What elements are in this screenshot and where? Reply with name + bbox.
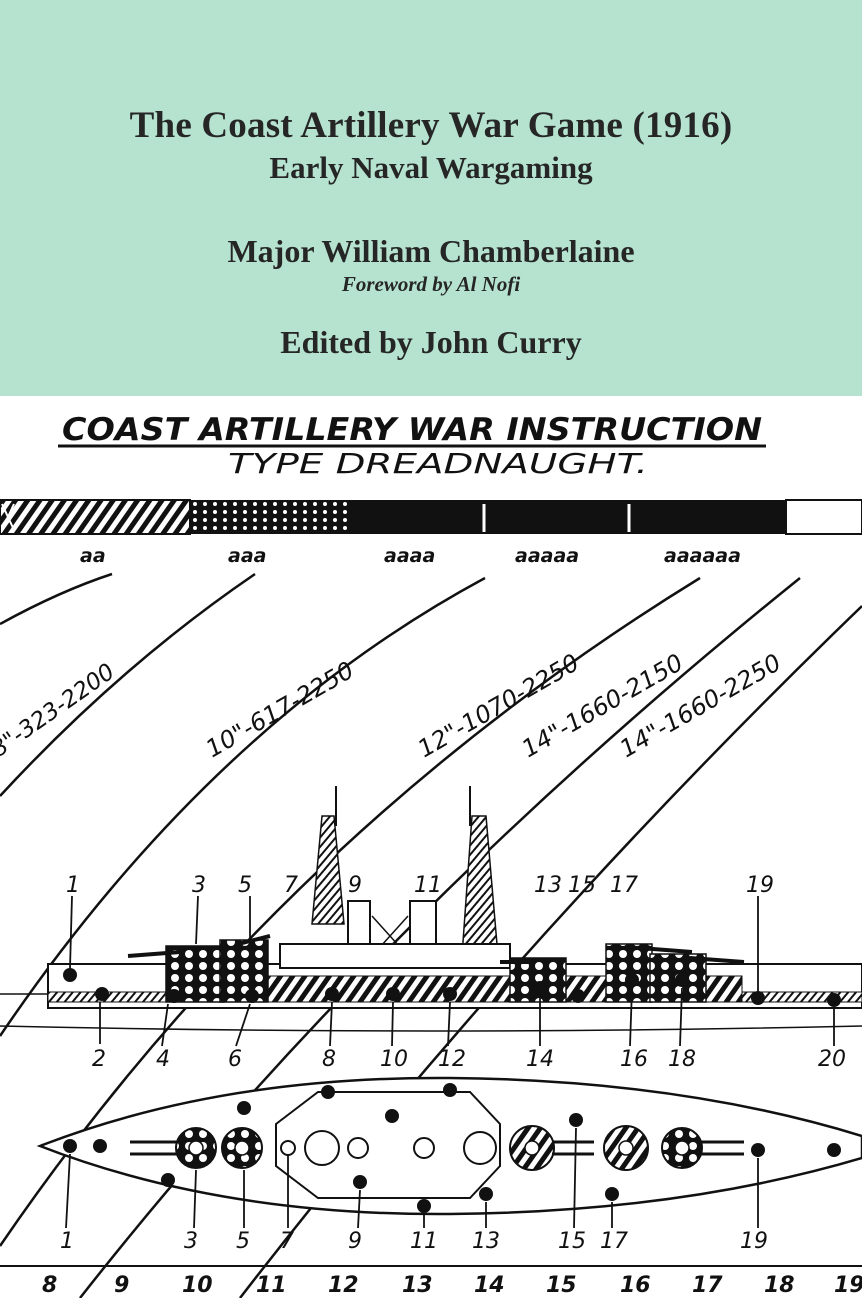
svg-text:19: 19 bbox=[746, 873, 774, 898]
side-bottom-numbers: 2 4 6 8 10 12 14 16 18 20 bbox=[92, 1047, 846, 1072]
band-label: aa bbox=[80, 545, 106, 567]
curve-labels: 8"-323-2200 10"-617-2250 12"-1070-2250 1… bbox=[0, 648, 786, 763]
svg-text:17: 17 bbox=[610, 873, 638, 898]
svg-text:11: 11 bbox=[410, 1229, 438, 1254]
band-label: aaa bbox=[228, 545, 266, 567]
curve-label: 8"-323-2200 bbox=[0, 659, 120, 763]
svg-text:9: 9 bbox=[348, 873, 362, 898]
svg-text:15: 15 bbox=[546, 1273, 577, 1298]
book-editor: Edited by John Curry bbox=[280, 324, 582, 360]
svg-text:15: 15 bbox=[568, 873, 596, 898]
curve-label: 10"-617-2250 bbox=[201, 656, 359, 763]
svg-text:14: 14 bbox=[526, 1047, 554, 1072]
svg-text:15: 15 bbox=[558, 1229, 586, 1254]
svg-text:14: 14 bbox=[474, 1273, 505, 1298]
svg-text:3: 3 bbox=[192, 873, 206, 898]
svg-text:11: 11 bbox=[256, 1273, 287, 1298]
armor-band bbox=[0, 499, 862, 535]
plan-bottom-numbers: 1 3 5 7 9 11 13 15 17 19 bbox=[60, 1229, 768, 1254]
svg-text:12: 12 bbox=[438, 1047, 466, 1072]
svg-text:18: 18 bbox=[764, 1273, 795, 1298]
band-label: aaaaa bbox=[515, 545, 579, 567]
svg-text:4: 4 bbox=[156, 1047, 170, 1072]
svg-text:13: 13 bbox=[534, 873, 562, 898]
plate-heading-line2: TYPE DREADNAUGHT. bbox=[228, 447, 648, 480]
svg-text:17: 17 bbox=[692, 1273, 723, 1298]
svg-text:5: 5 bbox=[238, 873, 252, 898]
svg-text:13: 13 bbox=[472, 1229, 500, 1254]
side-view-leaders bbox=[69, 895, 835, 1047]
side-view-markers bbox=[63, 968, 841, 1007]
svg-text:10: 10 bbox=[182, 1273, 213, 1298]
cover-title-panel: The Coast Artillery War Game (1916) Earl… bbox=[0, 0, 862, 396]
svg-text:7: 7 bbox=[284, 873, 298, 898]
scale-numbers: 8 9 10 11 12 13 14 15 16 17 18 19 bbox=[42, 1273, 862, 1298]
svg-text:19: 19 bbox=[834, 1273, 862, 1298]
dreadnought-plate: COAST ARTILLERY WAR INSTRUCTION TYPE DRE… bbox=[0, 412, 862, 1298]
svg-text:7: 7 bbox=[280, 1229, 294, 1254]
svg-text:16: 16 bbox=[620, 1047, 648, 1072]
side-top-numbers: 1 3 5 7 9 11 13 15 17 19 bbox=[66, 873, 774, 898]
svg-text:18: 18 bbox=[668, 1047, 696, 1072]
svg-text:9: 9 bbox=[114, 1273, 129, 1298]
svg-text:2: 2 bbox=[92, 1047, 106, 1072]
svg-text:1: 1 bbox=[66, 873, 80, 898]
svg-text:8: 8 bbox=[322, 1047, 336, 1072]
svg-text:17: 17 bbox=[600, 1229, 628, 1254]
plate-heading-line1: COAST ARTILLERY WAR INSTRUCTION bbox=[62, 412, 762, 448]
book-author: Major William Chamberlaine bbox=[227, 233, 635, 269]
svg-text:1: 1 bbox=[60, 1229, 74, 1254]
ship-side-view bbox=[0, 786, 862, 1032]
plan-view-markers bbox=[63, 1083, 841, 1213]
svg-text:11: 11 bbox=[414, 873, 442, 898]
svg-text:19: 19 bbox=[740, 1229, 768, 1254]
svg-text:13: 13 bbox=[402, 1273, 433, 1298]
svg-text:6: 6 bbox=[228, 1047, 242, 1072]
band-labels: aa aaa aaaa aaaaa aaaaaa bbox=[80, 545, 741, 567]
svg-text:20: 20 bbox=[818, 1047, 846, 1072]
svg-text:16: 16 bbox=[620, 1273, 651, 1298]
band-label: aaaa bbox=[384, 545, 435, 567]
plan-view-leaders bbox=[65, 1127, 759, 1229]
svg-text:9: 9 bbox=[348, 1229, 362, 1254]
svg-text:5: 5 bbox=[236, 1229, 250, 1254]
book-foreword: Foreword by Al Nofi bbox=[341, 272, 521, 296]
svg-text:12: 12 bbox=[328, 1273, 359, 1298]
svg-text:3: 3 bbox=[184, 1229, 198, 1254]
book-title: The Coast Artillery War Game (1916) bbox=[129, 105, 733, 146]
svg-text:10: 10 bbox=[380, 1047, 408, 1072]
band-label: aaaaaa bbox=[664, 545, 741, 567]
book-subtitle: Early Naval Wargaming bbox=[269, 150, 593, 185]
svg-text:8: 8 bbox=[42, 1273, 57, 1298]
